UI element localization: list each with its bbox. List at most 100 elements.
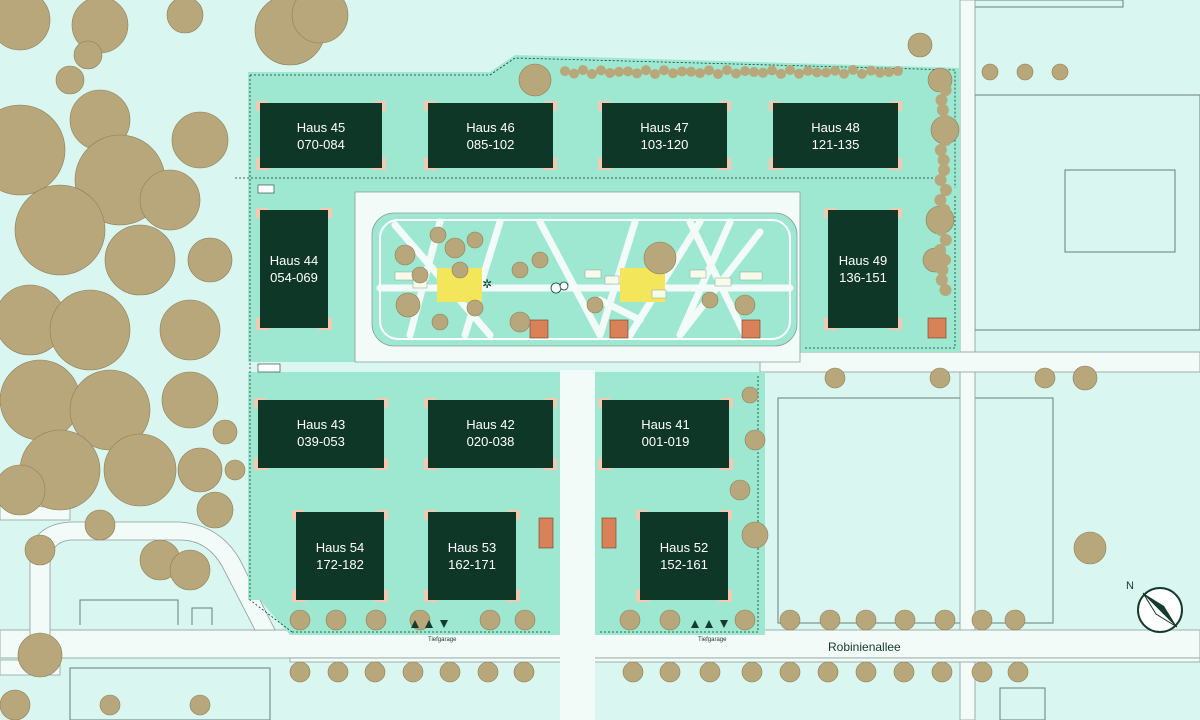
hedge — [884, 67, 894, 78]
tree — [466, 299, 484, 317]
sandboxes — [529, 317, 947, 549]
tree — [0, 104, 66, 196]
tree — [619, 609, 641, 631]
tree — [586, 296, 604, 314]
hedge — [650, 68, 660, 79]
garage-label: Tiefgarage — [698, 637, 727, 643]
tree — [291, 0, 349, 44]
hedge — [935, 274, 948, 286]
tree — [395, 292, 421, 318]
building-block[interactable] — [260, 103, 382, 168]
tree — [289, 661, 311, 683]
building-block[interactable] — [428, 103, 553, 168]
hedge — [767, 65, 777, 76]
hedge — [934, 244, 947, 256]
tree — [1007, 661, 1029, 683]
tree — [907, 32, 933, 58]
buildings — [258, 103, 898, 600]
tree — [819, 609, 841, 631]
tree — [444, 237, 466, 259]
tree — [659, 661, 681, 683]
tree — [622, 661, 644, 683]
tree — [734, 609, 756, 631]
tree — [161, 371, 219, 429]
tree — [103, 433, 177, 507]
tree — [394, 244, 416, 266]
building-block[interactable] — [602, 103, 727, 168]
tree — [0, 359, 81, 441]
tree — [0, 689, 31, 720]
hedge — [938, 164, 951, 176]
tree — [84, 509, 116, 541]
hedge — [758, 67, 768, 78]
hedge — [740, 66, 750, 77]
hedge — [632, 68, 642, 79]
hedge — [848, 65, 858, 76]
tree — [49, 289, 131, 371]
hedge — [605, 68, 615, 79]
tree — [741, 386, 759, 404]
hedge — [785, 65, 795, 76]
hedge — [695, 68, 705, 79]
hedge — [839, 68, 849, 79]
building-block[interactable] — [640, 512, 728, 600]
tree — [466, 231, 484, 249]
tree — [971, 661, 993, 683]
tree — [514, 609, 536, 631]
hedge — [677, 66, 687, 77]
hedge — [934, 124, 947, 136]
tree — [73, 40, 103, 70]
hedge — [623, 66, 633, 77]
tree — [289, 609, 311, 631]
north-arrow-icon — [1137, 587, 1183, 633]
tree — [365, 609, 387, 631]
hedge — [939, 184, 952, 196]
tree — [734, 294, 756, 316]
tree — [894, 609, 916, 631]
hedge — [659, 65, 669, 76]
tree — [893, 661, 915, 683]
hedge — [812, 67, 822, 78]
tree — [402, 661, 424, 683]
building-block[interactable] — [828, 210, 898, 328]
tree — [431, 313, 449, 331]
building-block[interactable] — [428, 400, 553, 468]
hedge — [939, 134, 952, 146]
tree — [971, 609, 993, 631]
building-block[interactable] — [773, 103, 898, 168]
tree — [189, 694, 211, 716]
hedge — [776, 68, 786, 79]
tree — [779, 661, 801, 683]
hedge — [596, 65, 606, 76]
tree — [1016, 63, 1034, 81]
hedge — [935, 94, 948, 106]
tree — [224, 459, 246, 481]
hedge — [938, 204, 951, 216]
tree — [159, 299, 221, 361]
tree — [1073, 531, 1107, 565]
building-block[interactable] — [258, 400, 384, 468]
compass-north-label: N — [1126, 580, 1134, 592]
tree — [14, 184, 106, 276]
tree — [981, 63, 999, 81]
hedge — [936, 104, 949, 116]
tree — [1072, 365, 1098, 391]
hedge — [934, 144, 947, 156]
hedge — [821, 67, 831, 78]
tree — [779, 609, 801, 631]
tree — [699, 661, 721, 683]
building-block[interactable] — [296, 512, 384, 600]
hedge — [937, 214, 950, 226]
tree — [166, 0, 204, 34]
tree — [659, 609, 681, 631]
trees — [0, 0, 1107, 720]
building-block[interactable] — [602, 400, 729, 468]
hedge — [935, 224, 948, 236]
hedge — [722, 65, 732, 76]
building-block[interactable] — [428, 512, 516, 600]
building-block[interactable] — [260, 210, 328, 328]
hedge — [578, 65, 588, 76]
hedge — [794, 68, 804, 79]
garage-label: Tiefgarage — [428, 637, 457, 643]
hedge — [939, 84, 952, 96]
